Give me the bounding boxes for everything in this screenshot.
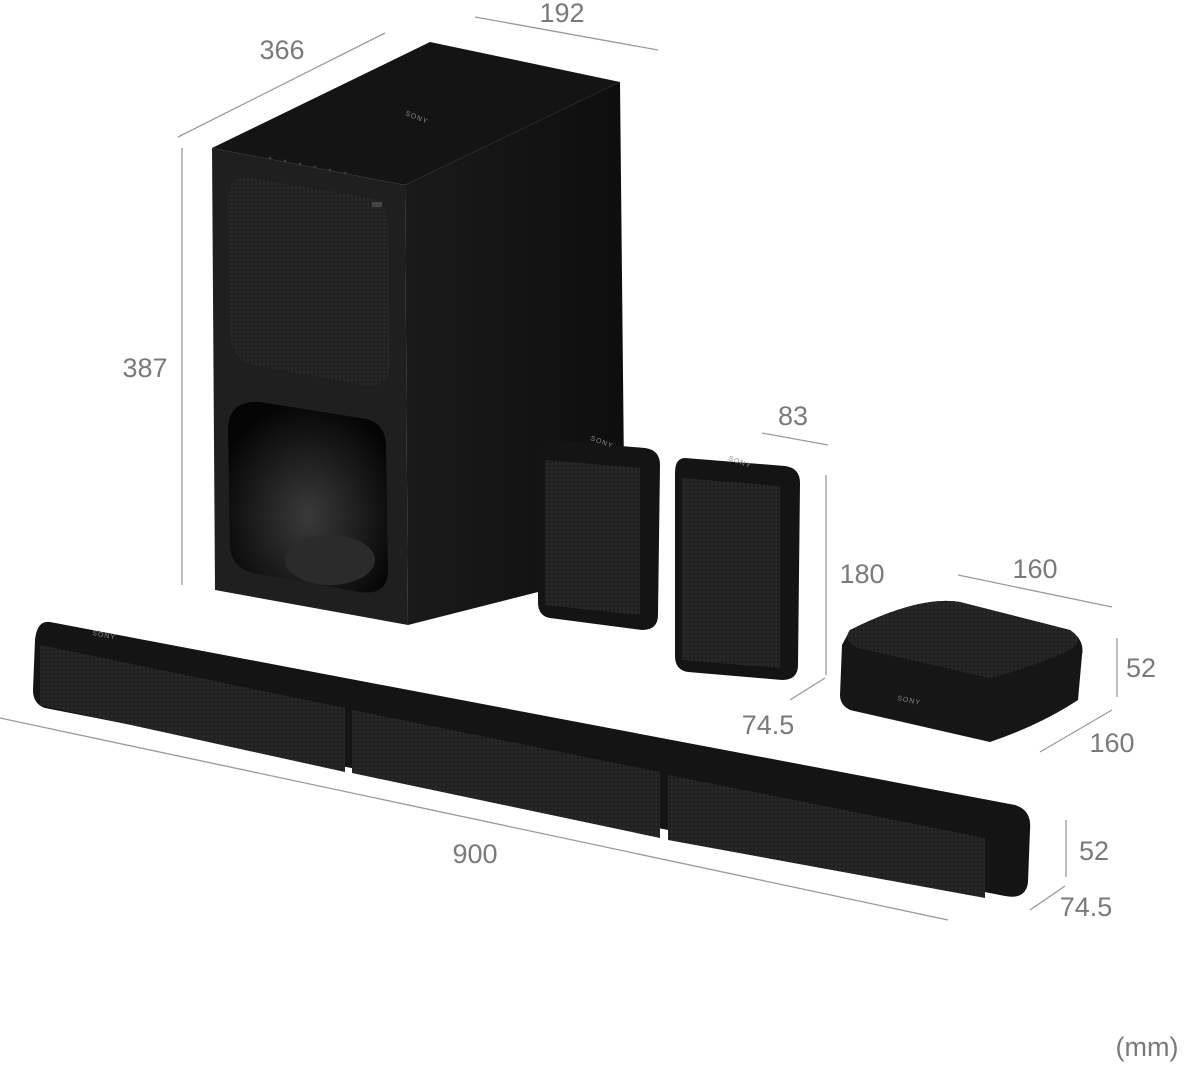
soundbar-height-label: 52 bbox=[1079, 836, 1109, 866]
rear-speaker-height-label: 180 bbox=[839, 559, 884, 589]
soundbar-width-label: 900 bbox=[452, 839, 497, 869]
dimension-lines bbox=[0, 16, 1118, 921]
unit-label: (mm) bbox=[1116, 1032, 1179, 1062]
wireless-receiver: SONY bbox=[840, 600, 1083, 742]
soundbar-depth-label: 74.5 bbox=[1060, 892, 1113, 922]
receiver-height-label: 52 bbox=[1126, 653, 1156, 683]
subwoofer-driver-grille bbox=[228, 177, 390, 386]
receiver-width-label: 160 bbox=[1012, 554, 1057, 584]
receiver-depth-label: 160 bbox=[1089, 728, 1134, 758]
rear-speaker-depth-label: 74.5 bbox=[742, 710, 795, 740]
svg-text:SONY: SONY bbox=[897, 695, 922, 707]
rear-speaker-left: SONY bbox=[538, 435, 660, 630]
rear-speaker-right: SONY bbox=[675, 455, 800, 680]
subwoofer-depth-label: 366 bbox=[259, 35, 304, 65]
svg-text:SONY: SONY bbox=[92, 630, 117, 641]
soundbar: SONY bbox=[33, 621, 1031, 898]
subwoofer-height-label: 387 bbox=[122, 353, 167, 383]
rear-speaker-width-label: 83 bbox=[778, 401, 808, 431]
subwoofer-width-label: 192 bbox=[539, 0, 584, 28]
subwoofer-buttons bbox=[268, 156, 347, 175]
